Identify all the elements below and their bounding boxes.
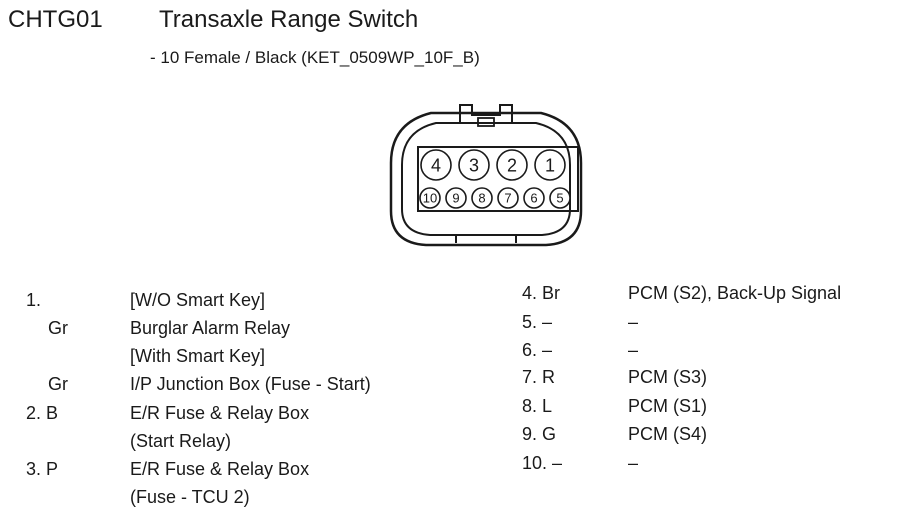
pin-8-number: 8. L [522, 396, 553, 416]
pin-8-destination: PCM (S1) [628, 396, 708, 416]
pin-7-destination: PCM (S3) [628, 367, 708, 387]
pin-1-destination-2: I/P Junction Box (Fuse - Start) [130, 374, 371, 394]
connector-pin-6: 6 [523, 187, 545, 209]
pin-3-destination: E/R Fuse & Relay Box [130, 459, 310, 479]
pin-1-option-wo-smart-key: [W/O Smart Key] [130, 290, 266, 310]
pin-1-number: 1. [26, 290, 42, 310]
pin-3-destination-detail: (Fuse - TCU 2) [130, 487, 250, 507]
pin-4-destination: PCM (S2), Back-Up Signal [628, 283, 842, 303]
pin-5-destination: – [628, 312, 639, 332]
pin-1-wire-color-2: Gr [48, 374, 68, 394]
pin-2-number: 2. B [26, 403, 59, 423]
connector-diagram: 4 3 2 1 10 9 8 7 6 5 [389, 104, 583, 247]
pin-2-destination: E/R Fuse & Relay Box [130, 403, 310, 423]
svg-text:10: 10 [423, 191, 437, 206]
pin-10-number: 10. – [522, 453, 563, 473]
pin-6-number: 6. – [522, 340, 553, 360]
pin-5-number: 5. – [522, 312, 553, 332]
pin-3-number: 3. P [26, 459, 59, 479]
svg-text:4: 4 [431, 155, 441, 175]
connector-pin-10: 10 [419, 187, 441, 209]
connector-pin-2: 2 [496, 149, 528, 181]
pin-10-destination: – [628, 453, 639, 473]
svg-text:6: 6 [530, 191, 537, 206]
connector-pin-1: 1 [534, 149, 566, 181]
svg-text:3: 3 [469, 155, 479, 175]
svg-text:9: 9 [452, 191, 459, 206]
svg-text:8: 8 [478, 191, 485, 206]
connector-pin-7: 7 [497, 187, 519, 209]
connector-code: CHTG01 [8, 6, 103, 33]
pin-2-destination-detail: (Start Relay) [130, 431, 232, 451]
pin-1-wire-color-1: Gr [48, 318, 68, 338]
pin-1-destination-1: Burglar Alarm Relay [130, 318, 291, 338]
pin-6-destination: – [628, 340, 639, 360]
pin-1-option-with-smart-key: [With Smart Key] [130, 346, 266, 366]
connector-pin-8: 8 [471, 187, 493, 209]
pin-9-destination: PCM (S4) [628, 424, 708, 444]
svg-text:5: 5 [556, 191, 563, 206]
connector-subtitle: - 10 Female / Black (KET_0509WP_10F_B) [150, 48, 480, 67]
connector-pin-4: 4 [420, 149, 452, 181]
svg-text:7: 7 [504, 191, 511, 206]
pin-4-number: 4. Br [522, 283, 561, 303]
svg-text:2: 2 [507, 155, 517, 175]
connector-title: Transaxle Range Switch [159, 6, 419, 33]
connector-pin-5: 5 [549, 187, 571, 209]
svg-text:1: 1 [545, 155, 555, 175]
connector-pin-9: 9 [445, 187, 467, 209]
pin-9-number: 9. G [522, 424, 557, 444]
pin-7-number: 7. R [522, 367, 556, 387]
connector-pin-3: 3 [458, 149, 490, 181]
